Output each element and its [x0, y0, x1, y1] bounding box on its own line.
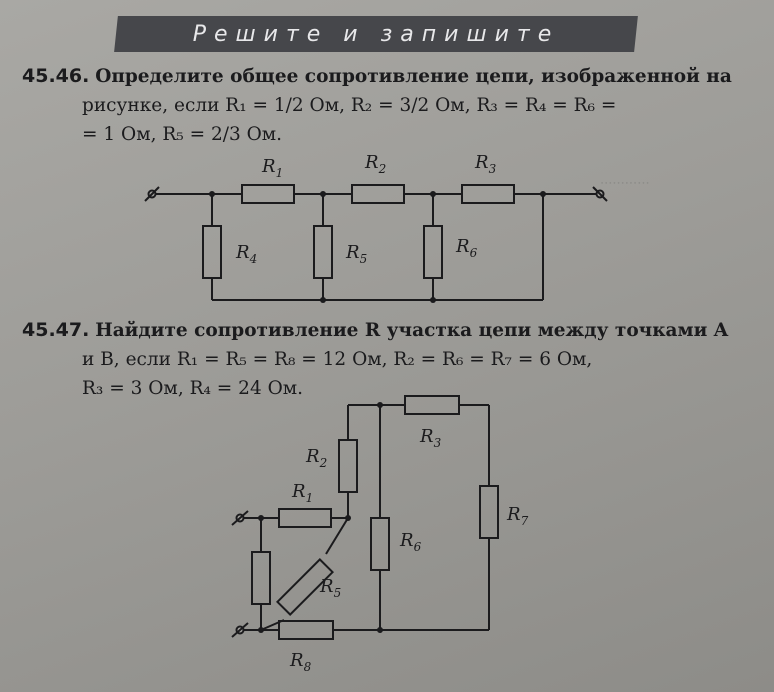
resistor-r5	[276, 558, 334, 616]
problem-text-line: Найдите сопротивление R участка цепи меж…	[95, 320, 729, 341]
problem-text-line: и B, если R₁ = R₅ = R₈ = 12 Ом, R₂ = R₆ …	[82, 349, 593, 370]
problem-text-line: Определите общее сопротивление цепи, изо…	[95, 66, 732, 87]
label-r2: R2	[305, 446, 327, 470]
label-r3: R3	[419, 426, 442, 450]
problem-text-line: R₃ = 3 Ом, R₄ = 24 Ом.	[82, 378, 304, 399]
problem-text-line: рисунке, если R₁ = 1/2 Ом, R₂ = 3/2 Ом, …	[82, 95, 617, 116]
junction-dot	[377, 627, 383, 633]
problem-line: 45.47. Найдите сопротивление R участка ц…	[22, 316, 762, 345]
terminal-mark	[231, 510, 249, 526]
resistor-r2	[338, 439, 358, 493]
label-r1: R1	[291, 481, 313, 505]
label-r8: R8	[289, 650, 312, 674]
junction-dot	[320, 297, 326, 303]
junction-dot	[540, 191, 546, 197]
junction-dot	[430, 297, 436, 303]
problem-45-46: 45.46. Определите общее сопротивление це…	[22, 62, 762, 149]
junction-dot	[320, 191, 326, 197]
junction-dot	[258, 627, 264, 633]
junction-dot	[209, 191, 215, 197]
resistor-r1	[278, 508, 332, 528]
label-r5: R5	[319, 576, 341, 600]
problem-text-line: = 1 Ом, R₅ = 2/3 Ом.	[82, 124, 283, 145]
terminal-mark	[231, 622, 249, 638]
label-r7: R7	[506, 504, 529, 528]
problem-number: 45.47.	[22, 319, 90, 341]
resistor-r7	[479, 485, 499, 539]
problem-number: 45.46.	[22, 65, 90, 87]
junction-dot	[377, 402, 383, 408]
problem-45-47: 45.47. Найдите сопротивление R участка ц…	[22, 316, 762, 403]
junction-dot	[345, 515, 351, 521]
label-r6: R6	[399, 530, 422, 554]
resistor-r8	[278, 620, 334, 640]
junction-dot	[258, 515, 264, 521]
terminal-mark	[592, 186, 608, 202]
resistor-r4	[251, 551, 271, 605]
resistor-r3	[404, 395, 460, 415]
wire	[325, 517, 349, 555]
problem-line: 45.46. Определите общее сопротивление це…	[22, 62, 762, 91]
junction-dot	[430, 191, 436, 197]
resistor-r6	[370, 517, 390, 571]
terminal-mark	[144, 186, 160, 202]
section-header-title: Решите и запишите	[192, 22, 560, 47]
